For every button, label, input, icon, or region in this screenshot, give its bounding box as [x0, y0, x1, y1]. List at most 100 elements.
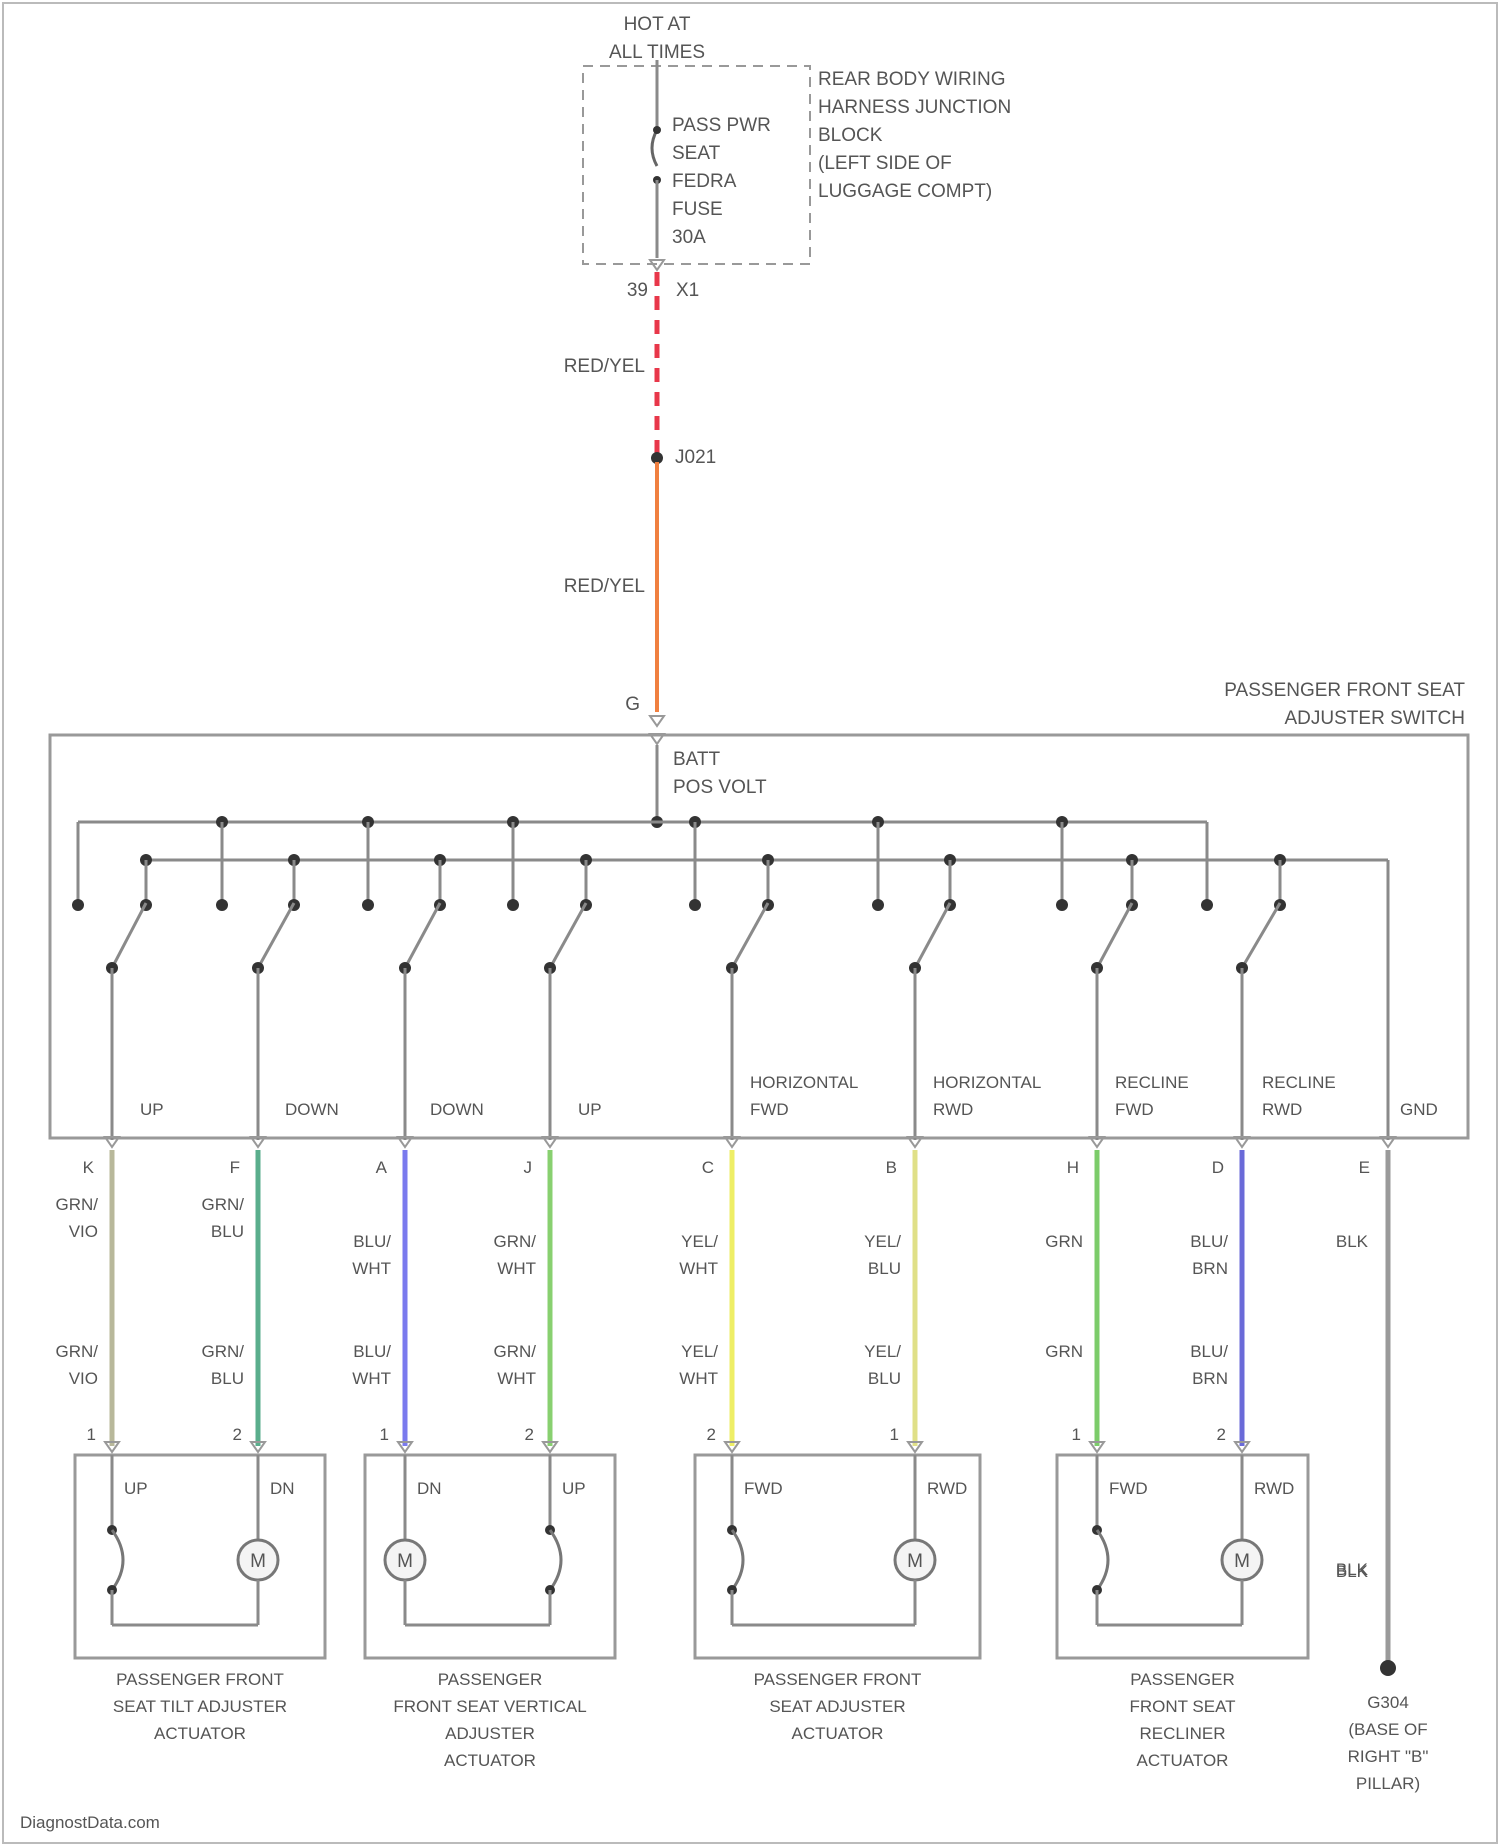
switch-title: ADJUSTER SWITCH — [1285, 708, 1466, 729]
wire-color-label: WHT — [497, 1369, 536, 1388]
pin-label: 1 — [87, 1425, 96, 1444]
switch-blade — [405, 903, 440, 968]
wire-color-label: GRN/ — [56, 1342, 99, 1361]
splice-label: J021 — [675, 447, 716, 468]
wire-color-label: WHT — [497, 1259, 536, 1278]
wire-color-label: GRN/ — [494, 1232, 537, 1251]
wire-color-label: GRN/ — [202, 1195, 245, 1214]
contact-dot — [689, 899, 701, 911]
wire-color-label: BRN — [1192, 1259, 1228, 1278]
pin-label: F — [230, 1158, 240, 1177]
switch-blade — [732, 903, 768, 968]
actuator-terminal-label: FWD — [1109, 1479, 1148, 1498]
wire-color-label: YEL/ — [681, 1232, 718, 1251]
junction-block-label: HARNESS JUNCTION — [818, 97, 1011, 118]
motor-label: M — [250, 1551, 266, 1572]
switch-output-label: UP — [140, 1100, 164, 1119]
motor-label: M — [907, 1551, 923, 1572]
switch-output-label: DOWN — [430, 1100, 484, 1119]
actuator-name: PASSENGER FRONT — [754, 1670, 922, 1689]
contact-dot — [1201, 899, 1213, 911]
contact-dot — [507, 899, 519, 911]
switch-output-label: RECLINE — [1115, 1073, 1189, 1092]
switch-output-label: FWD — [750, 1100, 789, 1119]
junction-block-label: (LEFT SIDE OF — [818, 153, 952, 174]
watermark: DiagnostData.com — [20, 1813, 160, 1832]
actuator-name: PASSENGER FRONT — [116, 1670, 284, 1689]
wire-color-label: BLK — [1336, 1560, 1369, 1579]
wire-color-label: BRN — [1192, 1369, 1228, 1388]
fuse-label: SEAT — [672, 143, 721, 164]
wire-color-label: YEL/ — [864, 1342, 901, 1361]
page-border — [3, 3, 1497, 1843]
fuse-label: FEDRA — [672, 171, 737, 192]
pin-label: A — [376, 1158, 388, 1177]
power-label: ALL TIMES — [609, 42, 705, 63]
fuse-label: 30A — [672, 227, 706, 248]
contact-dot — [362, 899, 374, 911]
wire-color-label: BLU/ — [1190, 1342, 1228, 1361]
pin-label: E — [1359, 1158, 1370, 1177]
actuator-terminal-label: UP — [562, 1479, 586, 1498]
wire-color-label: WHT — [352, 1369, 391, 1388]
actuator-terminal-label: RWD — [1254, 1479, 1294, 1498]
actuator-name: ACTUATOR — [154, 1724, 246, 1743]
actuator-name: PASSENGER — [1130, 1670, 1235, 1689]
batt-label: BATT — [673, 749, 721, 770]
wire-color-label: YEL/ — [681, 1342, 718, 1361]
contact-dot — [216, 899, 228, 911]
ground-g304 — [1380, 1660, 1396, 1676]
pin-label: B — [886, 1158, 897, 1177]
motor-label: M — [1234, 1551, 1250, 1572]
switch-output-label: RWD — [1262, 1100, 1302, 1119]
wire-color-label: BLU/ — [353, 1232, 391, 1251]
ground-label: PILLAR) — [1356, 1774, 1420, 1793]
actuator-terminal-label: FWD — [744, 1479, 783, 1498]
wire-color-label: GRN/ — [494, 1342, 537, 1361]
switch-output-label: HORIZONTAL — [750, 1073, 858, 1092]
fuse-symbol — [652, 130, 657, 166]
actuator-terminal-label: RWD — [927, 1479, 967, 1498]
fuse-label: FUSE — [672, 199, 723, 220]
actuator-terminal-label: UP — [124, 1479, 148, 1498]
wire-color-label: YEL/ — [864, 1232, 901, 1251]
wire-color-label: WHT — [679, 1369, 718, 1388]
junction-block-label: LUGGAGE COMPT) — [818, 181, 992, 202]
pin-label: H — [1067, 1158, 1079, 1177]
pin-label: K — [83, 1158, 95, 1177]
switch-output-label: HORIZONTAL — [933, 1073, 1041, 1092]
switch-blade — [550, 903, 586, 968]
wire-color-label: WHT — [679, 1259, 718, 1278]
pin-label: 2 — [525, 1425, 534, 1444]
ground-label: G304 — [1367, 1693, 1409, 1712]
switch-blade — [915, 903, 950, 968]
wire-label: RED/YEL — [564, 356, 645, 377]
pin-label: 1 — [380, 1425, 389, 1444]
ground-label: (BASE OF — [1348, 1720, 1427, 1739]
connector-g — [650, 716, 664, 726]
switch-output-label: RECLINE — [1262, 1073, 1336, 1092]
pin-label: G — [625, 694, 640, 715]
limit-switch — [732, 1530, 743, 1590]
wire-color-label: GRN/ — [56, 1195, 99, 1214]
actuator-name: RECLINER — [1140, 1724, 1226, 1743]
pin-label: 2 — [1217, 1425, 1226, 1444]
switch-output-label: DOWN — [285, 1100, 339, 1119]
pin-label: C — [702, 1158, 714, 1177]
batt-label: POS VOLT — [673, 777, 767, 798]
actuator-name: ACTUATOR — [444, 1751, 536, 1770]
wire-color-label: VIO — [69, 1369, 98, 1388]
pin-label: 1 — [890, 1425, 899, 1444]
wire-color-label: WHT — [352, 1259, 391, 1278]
switch-blade — [112, 903, 146, 968]
wire-color-label: BLU — [211, 1222, 244, 1241]
limit-switch — [550, 1530, 561, 1590]
wire-color-label: BLU/ — [1190, 1232, 1228, 1251]
switch-blade — [1097, 903, 1132, 968]
actuator-name: SEAT TILT ADJUSTER — [113, 1697, 287, 1716]
actuator-name: ADJUSTER — [445, 1724, 535, 1743]
wire-color-label: GRN/ — [202, 1342, 245, 1361]
switch-output-label: GND — [1400, 1100, 1438, 1119]
